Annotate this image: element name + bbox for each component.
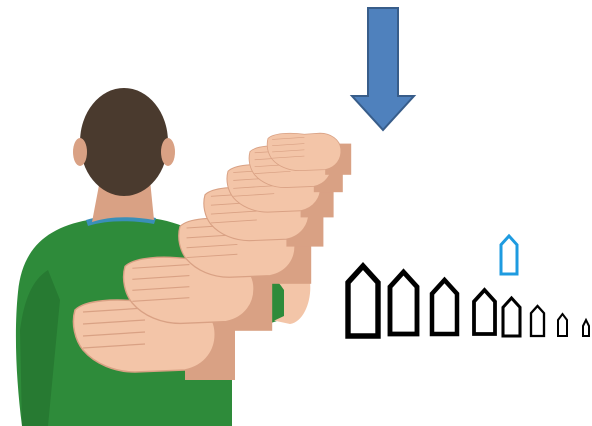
down-arrow-icon <box>352 8 414 130</box>
marker-row <box>348 236 589 336</box>
house-outline-icon <box>432 280 457 334</box>
house-outline-icon <box>558 314 567 336</box>
head-hair <box>80 88 168 196</box>
house-outline-icon <box>474 290 495 334</box>
house-outline-icon <box>503 298 520 336</box>
ear <box>161 138 175 166</box>
ear <box>73 138 87 166</box>
house-outline-icon <box>501 236 517 274</box>
house-outline-icon <box>531 306 544 336</box>
house-outline-icon <box>583 320 589 336</box>
house-outline-icon <box>348 266 378 336</box>
house-outline-icon <box>390 272 417 334</box>
